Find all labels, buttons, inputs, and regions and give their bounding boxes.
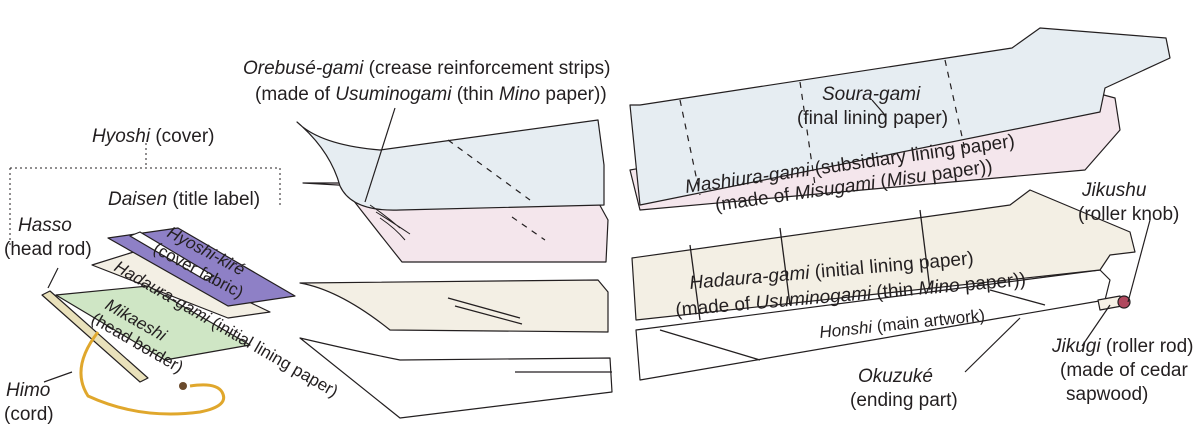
leader-jikugi [1081,304,1111,347]
soura-head-seam [447,139,531,201]
label-jikugi-3: sapwood) [1066,384,1148,405]
hadaura-main-sheet [631,189,1136,321]
orebuse-strips [369,204,411,241]
roller-knob [1117,295,1131,309]
label-okuzuke-sub: (ending part) [850,390,958,411]
label-jikugi: Jikugi (roller rod) [1051,336,1193,357]
label-jikugi-2: (made of cedar [1060,360,1188,381]
label-orebuse-line2: (made of Usuminogami (thin Mino paper)) [255,84,607,105]
soura-head-sheet [296,119,605,211]
leader-himo [43,371,73,383]
label-okuzuke: Okuzuké [858,366,933,387]
soura-main-seam-1 [799,81,816,186]
leader-hasso [47,267,59,289]
hadaura-main-seam-2 [779,227,791,306]
label-hasso: Hasso [18,215,72,236]
cord-end [179,382,187,390]
hadaura-end-seam-1 [447,297,521,319]
honshi-main-seam-1 [659,329,761,361]
leader-okuzuke [964,317,1021,373]
label-himo: Himo [6,380,50,401]
label-orebuse-line1: Orebusé-gami (crease reinforcement strip… [243,58,610,79]
label-daisen: Daisen (title label) [108,189,260,210]
label-himo-sub: (cord) [4,404,54,425]
title-label [129,231,215,281]
hadaura-end-seam-2 [454,305,523,325]
soura-main-seam-2 [944,59,966,151]
cord [79,331,226,416]
leader-jikushu [1127,219,1151,303]
honshi-end-sheet [299,337,613,419]
hadaura-main-seam-1 [689,244,701,321]
honshi-main-seam-2 [989,289,1046,306]
label-jikushu: Jikushu [1081,180,1147,201]
label-soura: Soura-gami [822,84,921,105]
soura-main-sheet [629,27,1171,206]
leader-soura [871,99,886,116]
hadaura-main-seam-3 [919,209,931,291]
label-hasso-sub: (head rod) [4,239,92,260]
soura-main-seam-3 [679,99,701,196]
label-hyoshi: Hyoshi (cover) [92,126,214,147]
mikaeshi-head-border [55,285,251,361]
honshi-main-sheet [635,269,1111,381]
leader-orebuse [364,107,396,203]
hyoshi-bracket [9,143,281,248]
hadaura-end-sheet [299,279,609,333]
label-jikushu-sub: (roller knob) [1078,204,1179,225]
label-soura-sub: (final lining paper) [797,108,948,129]
